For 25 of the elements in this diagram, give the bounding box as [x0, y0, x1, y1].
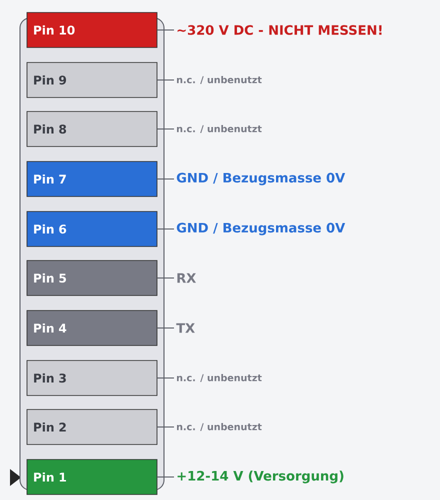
pin-box: Pin 4	[26, 310, 158, 346]
pin-box: Pin 1	[26, 459, 158, 495]
pin-box: Pin 5	[26, 260, 158, 296]
pin-box: Pin 9	[26, 62, 158, 98]
pin-description: GND / Bezugsmasse 0V	[176, 222, 346, 236]
pin-box: Pin 6	[26, 211, 158, 247]
pin-description: TX	[176, 323, 195, 333]
leader-line	[156, 228, 174, 230]
pin-box: Pin 7	[26, 161, 158, 197]
pin-description: n.c. / unbenutzt	[177, 374, 262, 382]
leader-line	[156, 476, 174, 478]
leader-line	[156, 178, 174, 180]
pin-box: Pin 8	[26, 111, 158, 147]
pin-box: Pin 2	[26, 409, 158, 445]
pin-box: Pin 3	[26, 360, 158, 396]
leader-line	[156, 426, 174, 428]
pin-description: n.c. / unbenutzt	[177, 124, 262, 134]
pin-box: Pin 10	[26, 12, 158, 48]
pin-description: ~320 V DC - NICHT MESSEN!	[178, 25, 382, 35]
pin-description: GND / Bezugsmasse 0V	[176, 172, 346, 186]
pin-description: n.c. / unbenutzt	[177, 422, 262, 432]
pin-description: +12-14 V (Versorgung)	[178, 470, 344, 484]
pin-description: RX	[177, 273, 196, 283]
leader-line	[156, 128, 174, 130]
pin-description: n.c. / unbenutzt	[177, 76, 262, 84]
